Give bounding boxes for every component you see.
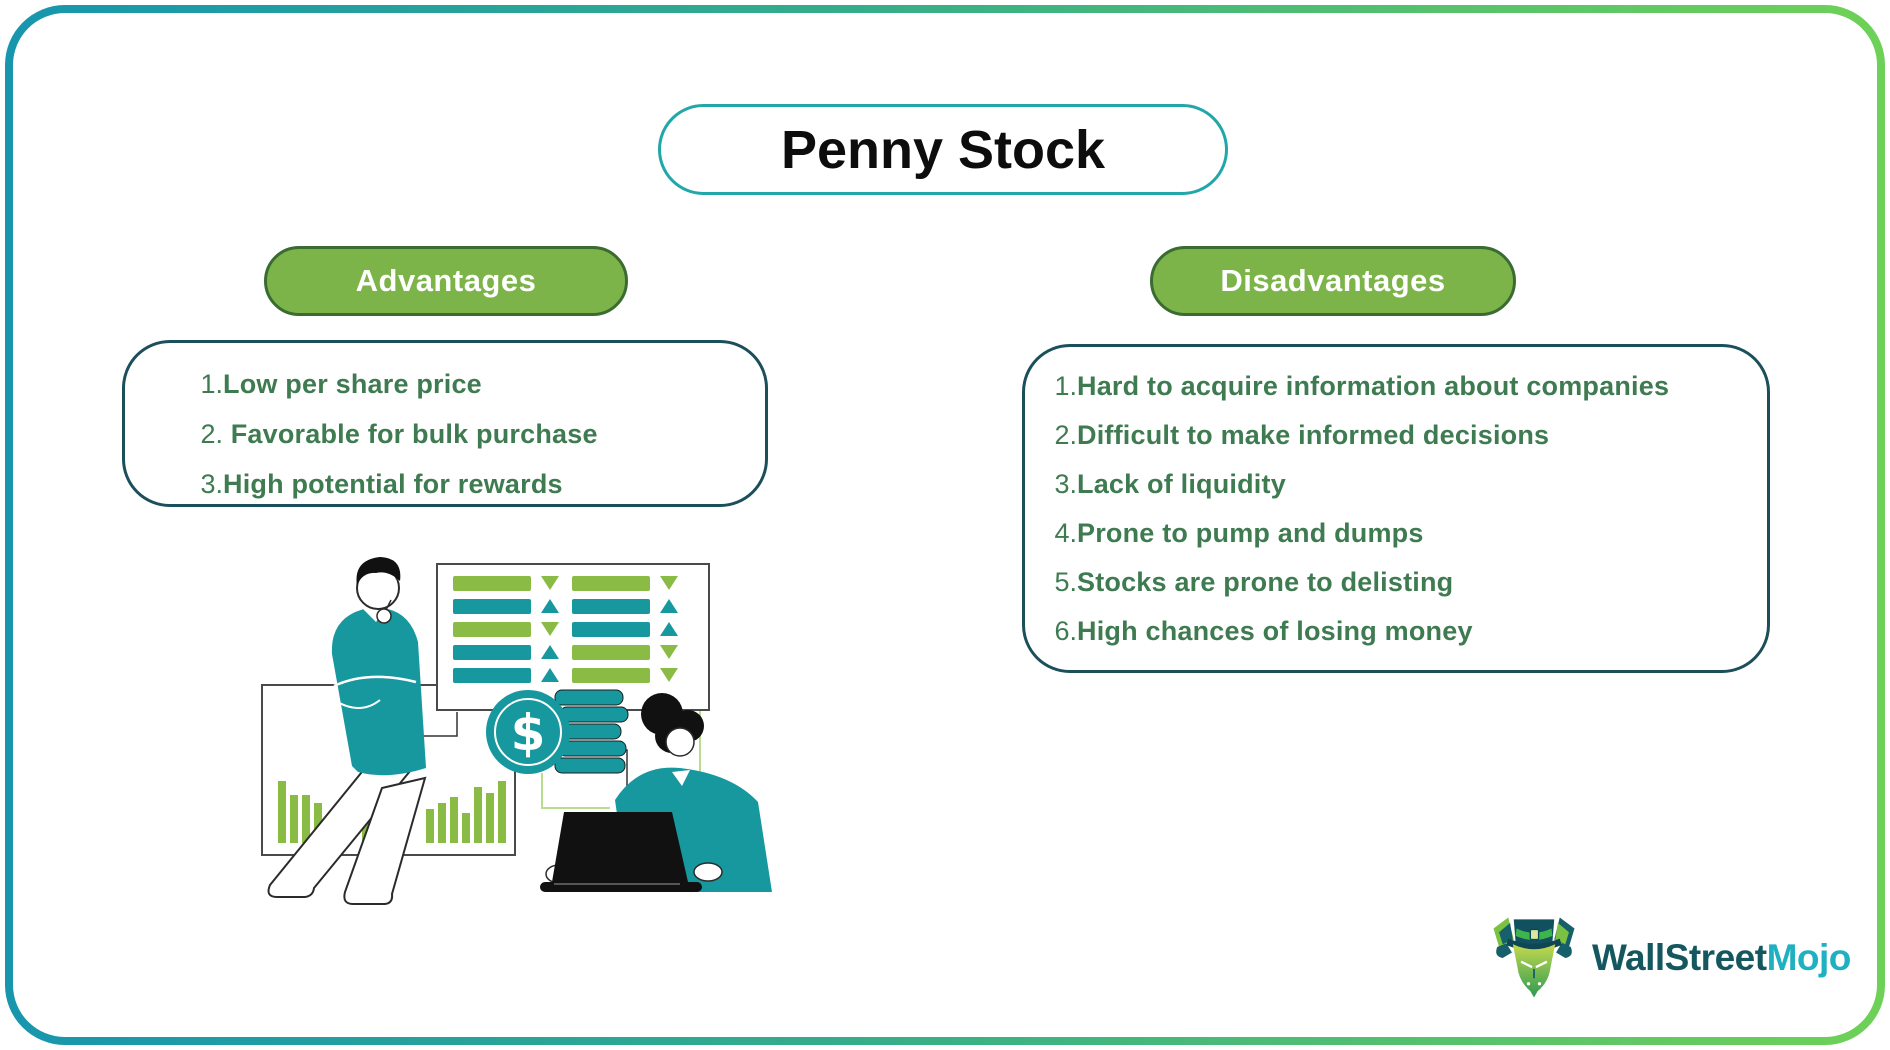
stock-analysis-illustration: $ xyxy=(261,557,772,905)
item-text: High potential for rewards xyxy=(223,468,563,499)
up-arrow-icon xyxy=(660,599,678,613)
up-arrow-icon xyxy=(660,622,678,636)
laptop-person xyxy=(540,693,772,892)
advantages-badge: Advantages xyxy=(264,246,628,316)
logo-text-accent: Mojo xyxy=(1766,937,1852,978)
item-number: 1. xyxy=(200,368,223,399)
item-number: 1. xyxy=(1054,371,1077,401)
item-number: 2. xyxy=(1054,420,1077,450)
page-title-text: Penny Stock xyxy=(780,119,1106,180)
dollar-coin-icon: $ xyxy=(486,690,570,774)
advantages-box: 1. Low per share price 2. Favorable for … xyxy=(122,340,768,507)
item-text: Stocks are prone to delisting xyxy=(1077,567,1454,597)
dollar-symbol: $ xyxy=(511,704,546,762)
logo-text-primary: WallStreet xyxy=(1592,937,1767,978)
advantages-badge-label: Advantages xyxy=(355,263,537,298)
list-item: 4. Prone to pump and dumps xyxy=(1047,509,1757,558)
down-arrow-icon xyxy=(660,645,678,659)
item-text: Favorable for bulk purchase xyxy=(223,418,598,449)
list-item: 6. High chances of losing money xyxy=(1047,607,1757,656)
list-item: 2. Difficult to make informed decisions xyxy=(1047,411,1757,460)
down-arrow-icon xyxy=(660,576,678,590)
down-arrow-icon xyxy=(541,576,559,590)
list-item: 3. High potential for rewards xyxy=(189,459,755,509)
list-item: 1. Hard to acquire information about com… xyxy=(1047,362,1757,411)
advantages-list: 1. Low per share price 2. Favorable for … xyxy=(189,359,755,509)
decorative-line xyxy=(541,773,610,809)
item-number: 3. xyxy=(200,468,223,499)
item-text: High chances of losing money xyxy=(1077,616,1473,646)
item-text: Prone to pump and dumps xyxy=(1077,518,1424,548)
up-arrow-icon xyxy=(541,599,559,613)
up-arrow-icon xyxy=(541,668,559,682)
list-item: 1. Low per share price xyxy=(189,359,755,409)
down-arrow-icon xyxy=(541,622,559,636)
logo-wordmark: WallStreetMojo xyxy=(1592,937,1851,979)
item-text: Low per share price xyxy=(223,368,482,399)
list-item: 3. Lack of liquidity xyxy=(1047,460,1757,509)
disadvantages-box: 1. Hard to acquire information about com… xyxy=(1022,344,1770,673)
list-item: 5. Stocks are prone to delisting xyxy=(1047,558,1757,607)
disadvantages-list: 1. Hard to acquire information about com… xyxy=(1047,362,1757,656)
item-text: Difficult to make informed decisions xyxy=(1077,420,1550,450)
standing-person xyxy=(267,557,427,905)
disadvantages-badge-label: Disadvantages xyxy=(1220,263,1446,298)
item-number: 3. xyxy=(1054,469,1077,499)
page-title: Penny Stock xyxy=(658,104,1228,195)
decorative-line xyxy=(420,712,458,737)
item-number: 5. xyxy=(1054,567,1077,597)
wallstreetmojo-logo: WallStreetMojo xyxy=(1488,910,1851,1006)
item-number: 4. xyxy=(1054,518,1077,548)
disadvantages-badge: Disadvantages xyxy=(1150,246,1516,316)
coin-stack xyxy=(552,689,629,774)
bull-mascot-icon xyxy=(1493,917,1575,998)
item-number: 6. xyxy=(1054,616,1077,646)
up-arrow-icon xyxy=(541,645,559,659)
item-number: 2. xyxy=(200,418,223,449)
down-arrow-icon xyxy=(660,668,678,682)
item-text: Lack of liquidity xyxy=(1077,469,1286,499)
laptop-icon xyxy=(540,812,702,892)
stock-table-board xyxy=(436,563,710,711)
list-item: 2. Favorable for bulk purchase xyxy=(189,409,755,459)
item-text: Hard to acquire information about compan… xyxy=(1077,371,1670,401)
